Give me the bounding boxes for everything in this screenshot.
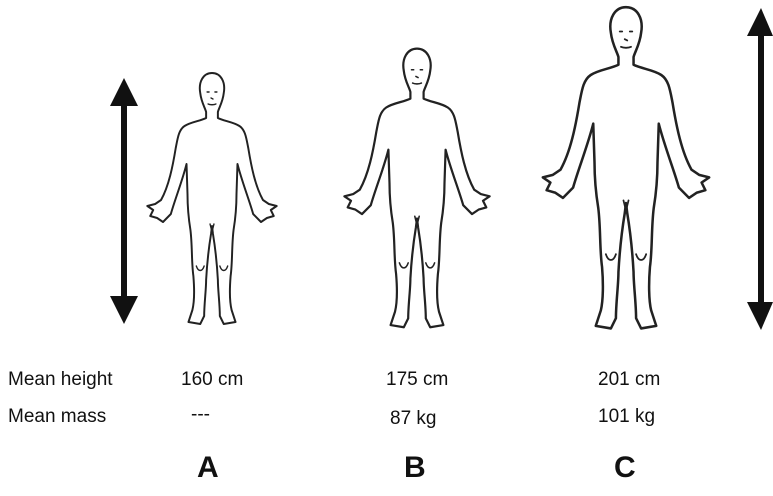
figure-a-silhouette [147,73,276,324]
figure-c-silhouette [543,7,709,328]
height-arrow-c [747,8,773,330]
figure-c-mass-value: 101 kg [598,406,655,428]
figure-a-mass-value: --- [191,404,210,426]
figure-b-label: B [404,451,426,485]
figure-a-label: A [197,451,219,485]
figure-a-height-value: 160 cm [181,369,243,391]
figure-b-silhouette [344,49,489,328]
height-arrow-a [110,78,138,324]
mean-height-label: Mean height [8,369,113,391]
figure-c-height-value: 201 cm [598,369,660,391]
figure-c-label: C [614,451,636,485]
figure-b-mass-value: 87 kg [390,408,436,430]
figure-b-height-value: 175 cm [386,369,448,391]
mean-mass-label: Mean mass [8,406,106,428]
